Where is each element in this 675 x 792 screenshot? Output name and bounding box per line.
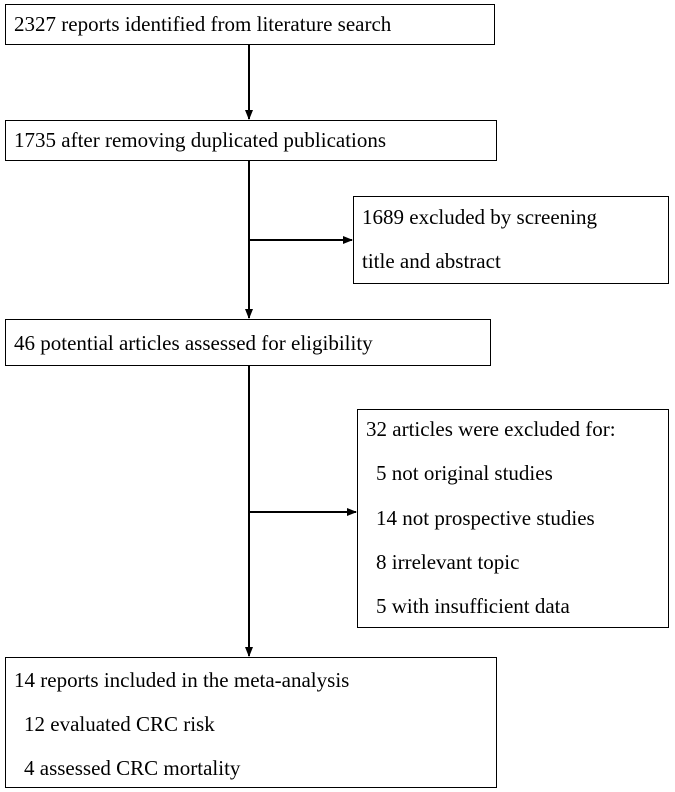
excluded-reason: 8 irrelevant topic — [376, 550, 520, 574]
potential-box: 46 potential articles assessed for eligi… — [5, 319, 491, 366]
screening-excluded-line-2: title and abstract — [362, 249, 501, 273]
articles-excluded-box: 32 articles were excluded for: 5 not ori… — [357, 409, 669, 628]
excluded-reason: 14 not prospective studies — [376, 506, 595, 530]
screening-excluded-box: 1689 excluded by screening title and abs… — [353, 196, 669, 284]
dedup-box: 1735 after removing duplicated publicati… — [5, 120, 497, 161]
excluded-reason: 5 with insufficient data — [376, 594, 570, 618]
included-item: 4 assessed CRC mortality — [24, 756, 241, 780]
included-header: 14 reports included in the meta-analysis — [14, 668, 350, 692]
included-box: 14 reports included in the meta-analysis… — [5, 657, 497, 788]
articles-excluded-header: 32 articles were excluded for: — [366, 417, 616, 441]
potential-text: 46 potential articles assessed for eligi… — [14, 331, 373, 355]
excluded-reason: 5 not original studies — [376, 461, 553, 485]
identified-text: 2327 reports identified from literature … — [14, 12, 392, 36]
screening-excluded-line-1: 1689 excluded by screening — [362, 205, 598, 229]
dedup-text: 1735 after removing duplicated publicati… — [14, 128, 387, 152]
identified-box: 2327 reports identified from literature … — [5, 4, 495, 45]
included-item: 12 evaluated CRC risk — [24, 712, 215, 736]
